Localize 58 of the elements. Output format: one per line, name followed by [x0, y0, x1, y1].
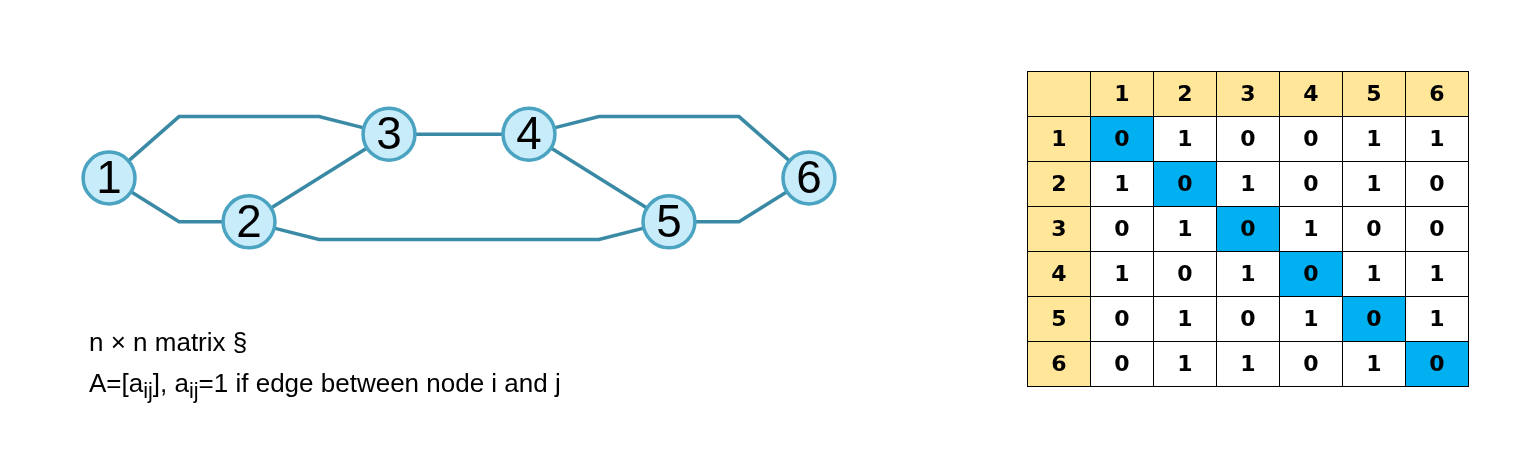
diagonal-cell: 0 — [1153, 161, 1217, 206]
matrix-cell: 1 — [1342, 251, 1406, 296]
matrix-cell: 1 — [1153, 296, 1217, 341]
matrix-cell: 0 — [1153, 251, 1217, 296]
node-circle: 3 — [361, 106, 417, 162]
diagonal-cell: 0 — [1342, 296, 1406, 341]
column-header-cell: 5 — [1342, 71, 1406, 116]
node-circle: 5 — [641, 194, 697, 250]
row-header-cell: 2 — [1027, 161, 1091, 206]
matrix-cell: 1 — [1405, 116, 1469, 161]
matrix-cell: 0 — [1090, 206, 1154, 251]
matrix-cell: 0 — [1405, 206, 1469, 251]
connector — [270, 146, 368, 210]
matrix-cell: 1 — [1405, 296, 1469, 341]
matrix-cell: 1 — [1342, 161, 1406, 206]
row-header-cell: 5 — [1027, 296, 1091, 341]
matrix-cell: 1 — [1153, 206, 1217, 251]
note-text: A=[a$_{ij}$], a$_{ij}$=1 if edge between node i and j — [89, 367, 562, 405]
column-header-cell: 3 — [1216, 71, 1280, 116]
column-header-cell: 4 — [1279, 71, 1343, 116]
matrix-cell: 0 — [1279, 116, 1343, 161]
matrix-cell: 1 — [1279, 296, 1343, 341]
matrix-cell: 0 — [1279, 161, 1343, 206]
matrix-cell: 1 — [1153, 341, 1217, 386]
matrix-cell: 0 — [1405, 161, 1469, 206]
node-circle: 6 — [781, 150, 837, 206]
matrix-cell: 1 — [1342, 341, 1406, 386]
matrix-cell: 1 — [1090, 251, 1154, 296]
row-header-cell: 6 — [1027, 341, 1091, 386]
row-header-cell: 1 — [1027, 116, 1091, 161]
matrix-cell: 0 — [1216, 296, 1280, 341]
matrix-cell: 0 — [1090, 296, 1154, 341]
matrix-cell: 1 — [1216, 251, 1280, 296]
matrix-cell: 1 — [1216, 341, 1280, 386]
diagonal-cell: 0 — [1090, 116, 1154, 161]
row-header-cell: 3 — [1027, 206, 1091, 251]
diagonal-cell: 0 — [1405, 341, 1469, 386]
node-circle: 4 — [501, 106, 557, 162]
matrix-cell: 0 — [1090, 341, 1154, 386]
column-header-cell: 2 — [1153, 71, 1217, 116]
node-circle: 2 — [221, 194, 277, 250]
diagonal-cell: 0 — [1216, 206, 1280, 251]
connector — [550, 146, 648, 210]
matrix-cell: 0 — [1279, 341, 1343, 386]
column-header-cell: 1 — [1090, 71, 1154, 116]
matrix-cell: 1 — [1090, 161, 1154, 206]
diagonal-cell: 0 — [1279, 251, 1343, 296]
matrix-cell: 1 — [1153, 116, 1217, 161]
matrix-cell: 1 — [1342, 116, 1406, 161]
matrix-cell: 1 — [1279, 206, 1343, 251]
matrix-cell: 1 — [1216, 161, 1280, 206]
node-circle: 1 — [81, 150, 137, 206]
column-header-cell: 6 — [1405, 71, 1469, 116]
matrix-cell: 1 — [1405, 251, 1469, 296]
matrix-cell: 0 — [1216, 116, 1280, 161]
note-text: n × n matrix § — [89, 326, 249, 358]
row-header-cell: 4 — [1027, 251, 1091, 296]
matrix-cell: 0 — [1342, 206, 1406, 251]
